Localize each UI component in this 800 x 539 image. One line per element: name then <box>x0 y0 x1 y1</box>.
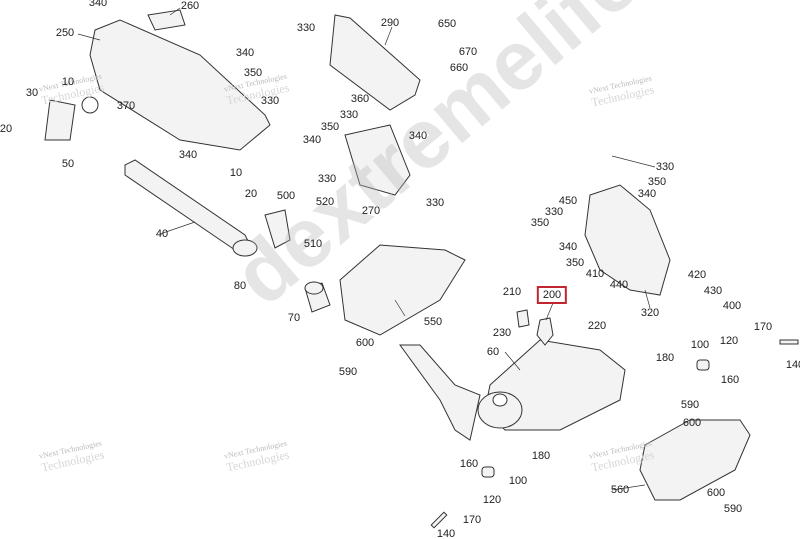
part-label[interactable]: 350 <box>530 217 550 229</box>
part-label[interactable]: 590 <box>338 366 358 378</box>
part-label[interactable]: 340 <box>408 130 428 142</box>
part-label[interactable]: 330 <box>425 197 445 209</box>
heat-shield-560 <box>639 419 751 501</box>
part-label[interactable]: 420 <box>687 269 707 281</box>
part-label[interactable]: 330 <box>296 22 316 34</box>
part-label[interactable]: 80 <box>233 280 247 292</box>
grommet-100 <box>696 359 710 371</box>
part-label[interactable]: 330 <box>260 95 280 107</box>
part-label[interactable]: 70 <box>287 312 301 324</box>
heat-shield-550 <box>339 244 466 336</box>
part-label[interactable]: 170 <box>462 514 482 526</box>
part-label[interactable]: 160 <box>720 374 740 386</box>
part-label[interactable]: 320 <box>640 307 660 319</box>
part-label[interactable]: 330 <box>317 173 337 185</box>
part-label[interactable]: 590 <box>723 503 743 515</box>
highlighted-part-label[interactable]: 200 <box>536 286 568 304</box>
part-label[interactable]: 270 <box>361 205 381 217</box>
part-label[interactable]: 350 <box>320 121 340 133</box>
part-label[interactable]: 340 <box>558 241 578 253</box>
part-label[interactable]: 220 <box>587 320 607 332</box>
part-label[interactable]: 120 <box>719 335 739 347</box>
part-label[interactable]: 370 <box>116 100 136 112</box>
part-label[interactable]: 360 <box>350 93 370 105</box>
part-label[interactable]: 350 <box>243 67 263 79</box>
part-label[interactable]: 440 <box>609 279 629 291</box>
part-label[interactable]: 510 <box>303 238 323 250</box>
part-label[interactable]: 650 <box>437 18 457 30</box>
part-label[interactable]: 600 <box>355 337 375 349</box>
part-label[interactable]: 30 <box>25 87 39 99</box>
part-label[interactable]: 590 <box>680 399 700 411</box>
cover-260 <box>147 9 186 31</box>
heat-shield-270 <box>344 124 411 196</box>
part-label[interactable]: 10 <box>61 76 75 88</box>
elbow-30 <box>44 99 76 141</box>
part-label[interactable]: 330 <box>339 109 359 121</box>
part-label[interactable]: 120 <box>482 494 502 506</box>
part-label[interactable]: 500 <box>276 190 296 202</box>
part-label[interactable]: 170 <box>753 321 773 333</box>
part-label[interactable]: 50 <box>61 158 75 170</box>
part-label[interactable]: 600 <box>682 417 702 429</box>
pipe-60 <box>399 344 481 441</box>
part-label[interactable]: 350 <box>647 176 667 188</box>
gasket-200 <box>536 317 554 346</box>
part-label[interactable]: 350 <box>565 257 585 269</box>
part-label[interactable]: 330 <box>655 161 675 173</box>
bracket-500 <box>264 209 291 249</box>
part-label[interactable]: 140 <box>785 359 800 371</box>
part-label[interactable]: 450 <box>558 195 578 207</box>
part-label[interactable]: 340 <box>637 188 657 200</box>
part-label[interactable]: 520 <box>315 196 335 208</box>
part-label[interactable]: 410 <box>585 268 605 280</box>
part-label[interactable]: 600 <box>706 487 726 499</box>
part-label[interactable]: 180 <box>655 352 675 364</box>
part-label[interactable]: 100 <box>508 475 528 487</box>
grommet-210 <box>516 309 530 328</box>
part-label[interactable]: 160 <box>459 458 479 470</box>
part-label[interactable]: 20 <box>244 188 258 200</box>
part-label[interactable]: 210 <box>502 286 522 298</box>
heat-shield-250 <box>89 19 271 151</box>
part-label[interactable]: 340 <box>178 149 198 161</box>
heat-shield-320 <box>584 184 671 296</box>
part-label[interactable]: 430 <box>703 285 723 297</box>
part-label[interactable]: 140 <box>436 528 456 539</box>
part-label[interactable]: 250 <box>55 27 75 39</box>
part-label[interactable]: 10 <box>229 167 243 179</box>
part-label[interactable]: 560 <box>610 484 630 496</box>
part-label[interactable]: 100 <box>690 339 710 351</box>
part-label[interactable]: 260 <box>180 0 200 12</box>
part-label[interactable]: 340 <box>235 47 255 59</box>
part-label[interactable]: 550 <box>423 316 443 328</box>
part-label[interactable]: 230 <box>492 327 512 339</box>
part-label[interactable]: 20 <box>0 123 13 135</box>
part-label[interactable]: 670 <box>458 46 478 58</box>
part-label[interactable]: 290 <box>380 17 400 29</box>
part-label[interactable]: 340 <box>88 0 108 9</box>
part-label[interactable]: 400 <box>722 300 742 312</box>
part-label[interactable]: 40 <box>155 228 169 240</box>
part-label[interactable]: 180 <box>531 450 551 462</box>
gasket-10 <box>81 96 99 114</box>
part-label[interactable]: 660 <box>449 62 469 74</box>
part-label[interactable]: 330 <box>544 206 564 218</box>
heat-shield-290 <box>329 14 421 111</box>
part-label[interactable]: 340 <box>302 134 322 146</box>
part-label[interactable]: 60 <box>486 346 500 358</box>
